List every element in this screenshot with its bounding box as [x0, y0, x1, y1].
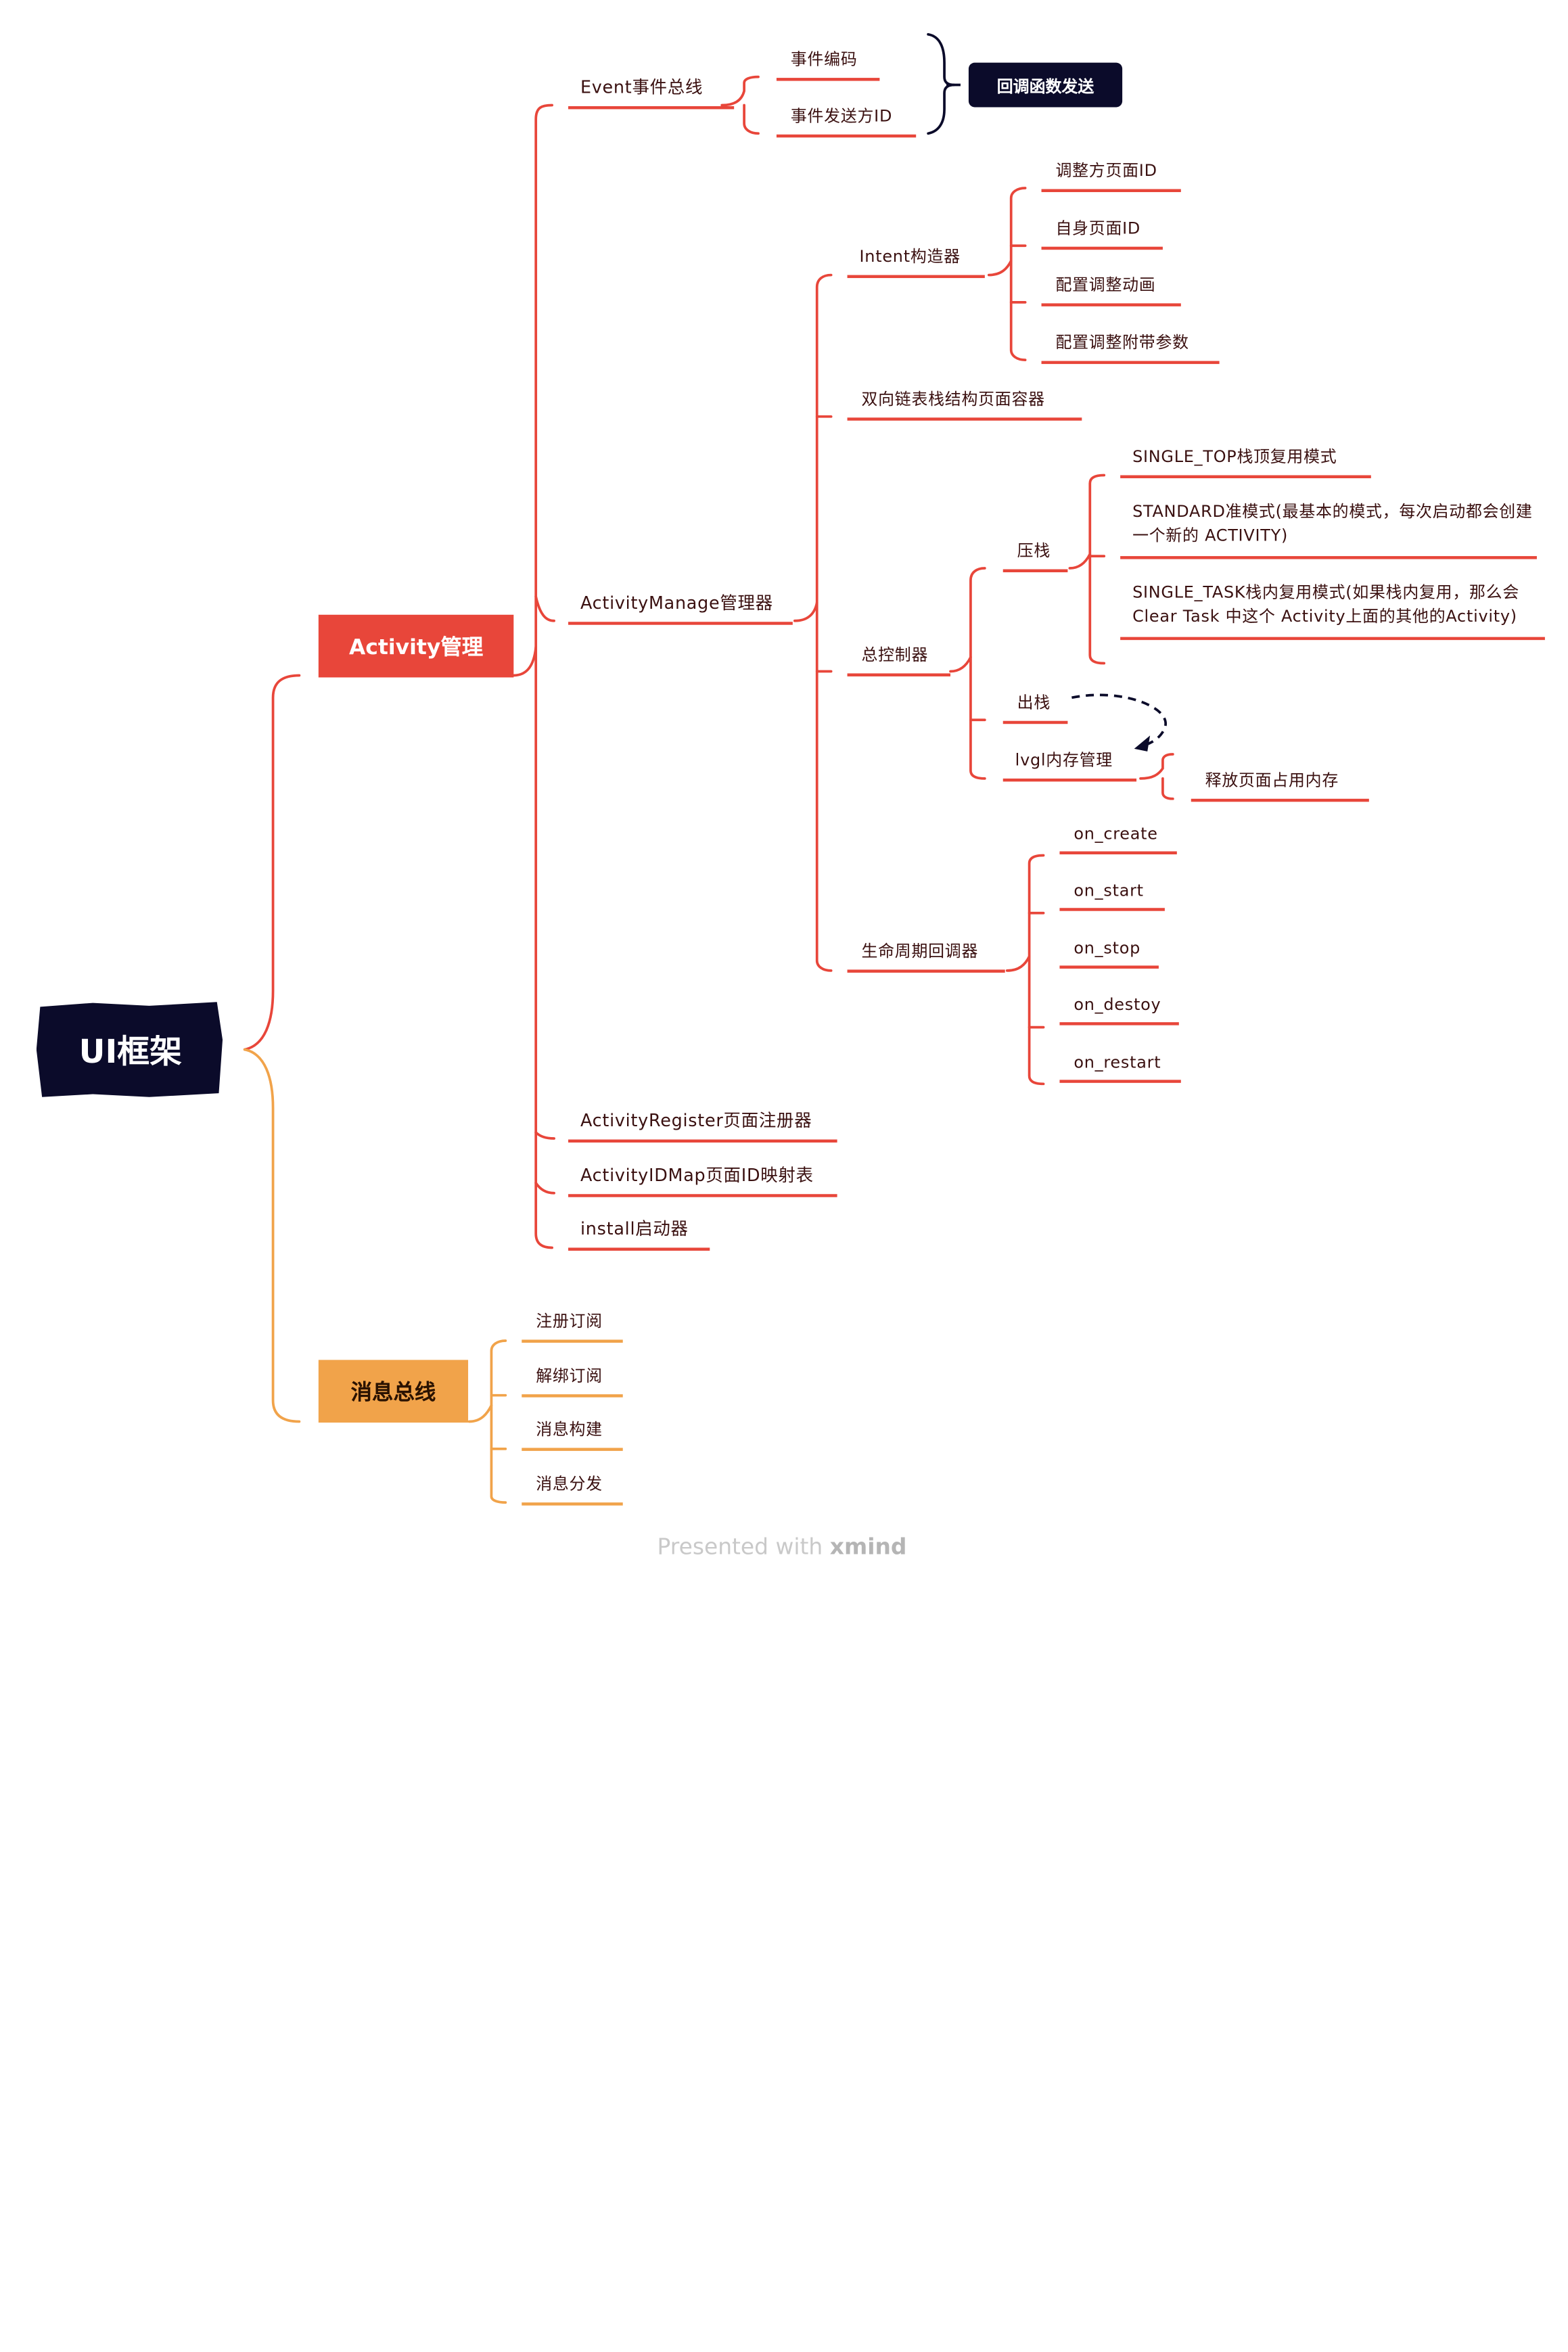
event-bus-topic[interactable]: Event事件总线 — [568, 73, 735, 110]
msgbus-branch[interactable]: 消息总线 — [318, 1360, 469, 1423]
activity-register-topic[interactable]: ActivityRegister页面注册器 — [568, 1106, 837, 1143]
intent-self-id-label: 自身页面ID — [1055, 218, 1141, 238]
event-code-label: 事件编码 — [790, 49, 858, 69]
on-stop-label: on_stop — [1074, 938, 1140, 958]
intent-builder-topic[interactable]: Intent构造器 — [847, 243, 985, 279]
event-bus-label: Event事件总线 — [580, 78, 704, 98]
on-create-label: on_create — [1074, 824, 1158, 844]
on-restart-label: on_restart — [1074, 1052, 1161, 1072]
single-top-label: SINGLE_TOP栈顶复用模式 — [1132, 446, 1337, 467]
on-start-topic[interactable]: on_start — [1059, 880, 1165, 911]
single-task-label: SINGLE_TASK栈内复用模式(如果栈内复用，那么会 Clear Task … — [1132, 582, 1519, 626]
intent-params-label: 配置调整附带参数 — [1055, 332, 1189, 352]
event-sender-id-topic[interactable]: 事件发送方ID — [776, 102, 917, 138]
on-start-label: on_start — [1074, 880, 1144, 900]
msgbus-branch-label: 消息总线 — [350, 1380, 436, 1405]
unbind-subscribe-label: 解绑订阅 — [536, 1366, 603, 1385]
activity-manage-label: ActivityManage管理器 — [580, 593, 773, 614]
pop-topic[interactable]: 出栈 — [1002, 689, 1068, 724]
intent-builder-label: Intent构造器 — [859, 246, 961, 267]
lvgl-memory-label: lvgl内存管理 — [1015, 750, 1113, 770]
lifecycle-label: 生命周期回调器 — [861, 941, 979, 961]
intent-target-id-label: 调整方页面ID — [1055, 160, 1157, 181]
pop-label: 出栈 — [1017, 692, 1051, 712]
controller-topic[interactable]: 总控制器 — [847, 641, 951, 676]
install-topic[interactable]: install启动器 — [568, 1214, 710, 1251]
lifecycle-topic[interactable]: 生命周期回调器 — [847, 938, 1005, 973]
standard-label: STANDARD准模式(最基本的模式，每次启动都会创建一个新的 ACTIVITY… — [1132, 501, 1533, 545]
register-subscribe-label: 注册订阅 — [536, 1311, 603, 1331]
single-task-topic[interactable]: SINGLE_TASK栈内复用模式(如果栈内复用，那么会 Clear Task … — [1120, 580, 1545, 641]
install-label: install启动器 — [580, 1219, 689, 1240]
on-destoy-topic[interactable]: on_destoy — [1059, 994, 1179, 1025]
register-subscribe-topic[interactable]: 注册订阅 — [522, 1308, 623, 1343]
unbind-subscribe-topic[interactable]: 解绑订阅 — [522, 1362, 623, 1398]
root-topic[interactable]: UI框架 — [36, 1002, 223, 1097]
message-dispatch-topic[interactable]: 消息分发 — [522, 1470, 623, 1506]
lvgl-memory-topic[interactable]: lvgl内存管理 — [1002, 746, 1137, 782]
single-top-topic[interactable]: SINGLE_TOP栈顶复用模式 — [1120, 443, 1371, 478]
root-topic-label: UI框架 — [78, 1032, 182, 1071]
release-memory-topic[interactable]: 释放页面占用内存 — [1191, 766, 1369, 802]
push-label: 压栈 — [1017, 540, 1051, 561]
stack-container-topic[interactable]: 双向链表栈结构页面容器 — [847, 385, 1082, 421]
connector-lines — [243, 32, 1174, 1504]
event-sender-id-label: 事件发送方ID — [790, 106, 893, 126]
callback-summary[interactable]: 回调函数发送 — [968, 62, 1123, 108]
footer-prefix: Presented with — [657, 1534, 830, 1561]
intent-animation-label: 配置调整动画 — [1055, 275, 1156, 294]
activity-register-label: ActivityRegister页面注册器 — [580, 1111, 812, 1132]
activity-branch-label: Activity管理 — [348, 635, 484, 660]
xmind-footer: Presented with xmind — [658, 1535, 907, 1560]
event-code-topic[interactable]: 事件编码 — [776, 45, 880, 81]
activity-idmap-label: ActivityIDMap页面ID映射表 — [580, 1166, 814, 1186]
on-destoy-label: on_destoy — [1074, 994, 1161, 1015]
release-memory-label: 释放页面占用内存 — [1205, 770, 1339, 790]
message-build-topic[interactable]: 消息构建 — [522, 1416, 623, 1451]
controller-label: 总控制器 — [861, 645, 929, 665]
intent-params-topic[interactable]: 配置调整附带参数 — [1041, 329, 1220, 365]
message-dispatch-label: 消息分发 — [536, 1474, 603, 1494]
activity-idmap-topic[interactable]: ActivityIDMap页面ID映射表 — [568, 1161, 837, 1197]
on-stop-topic[interactable]: on_stop — [1059, 938, 1159, 969]
stack-container-label: 双向链表栈结构页面容器 — [861, 389, 1045, 409]
activity-manage-topic[interactable]: ActivityManage管理器 — [568, 589, 793, 625]
activity-branch[interactable]: Activity管理 — [318, 614, 514, 678]
intent-target-id-topic[interactable]: 调整方页面ID — [1041, 157, 1181, 192]
footer-brand: xmind — [829, 1534, 907, 1561]
standard-topic[interactable]: STANDARD准模式(最基本的模式，每次启动都会创建一个新的 ACTIVITY… — [1120, 499, 1537, 559]
message-build-label: 消息构建 — [536, 1419, 603, 1439]
on-restart-topic[interactable]: on_restart — [1059, 1052, 1181, 1083]
callback-summary-label: 回调函数发送 — [996, 76, 1094, 96]
intent-self-id-topic[interactable]: 自身页面ID — [1041, 214, 1163, 250]
on-create-topic[interactable]: on_create — [1059, 824, 1177, 855]
push-topic[interactable]: 压栈 — [1002, 537, 1068, 573]
intent-animation-topic[interactable]: 配置调整动画 — [1041, 271, 1181, 306]
